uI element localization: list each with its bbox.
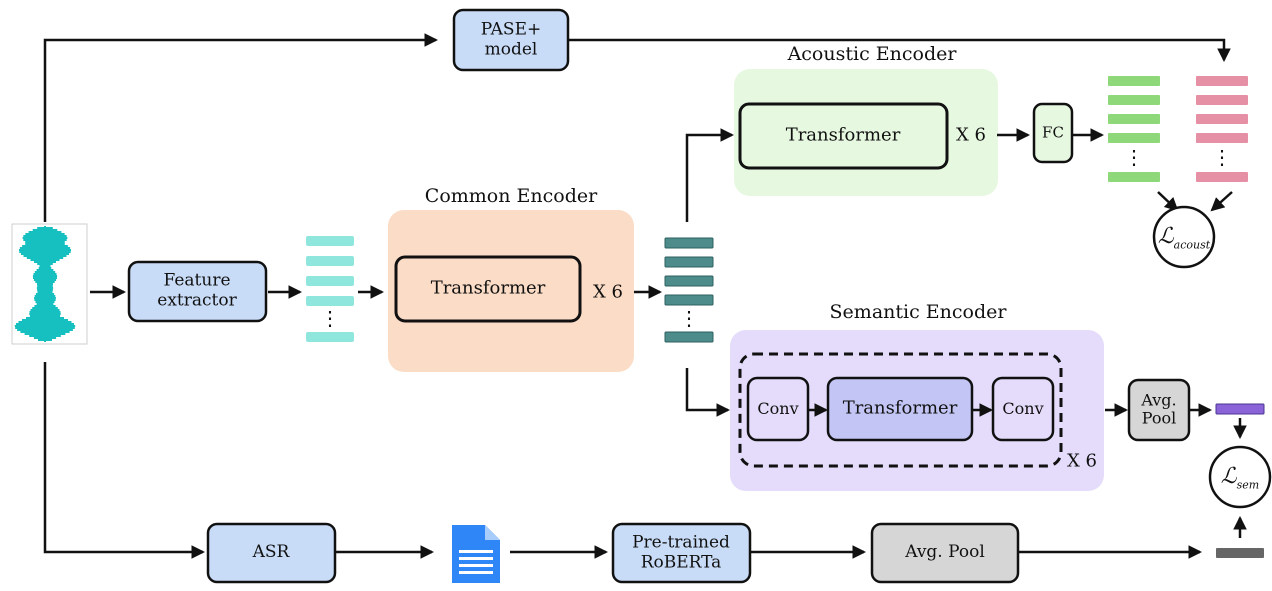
acoustic-loss-circle <box>1152 205 1216 269</box>
roberta-label: Pre-trained RoBERTa <box>632 532 730 572</box>
asr-label: ASR <box>252 542 290 563</box>
pase-model-block <box>452 8 570 72</box>
document-icon <box>452 525 500 583</box>
feature-extractor-label: Feature extractor <box>157 270 237 310</box>
semantic-encoder-title: Semantic Encoder <box>829 301 1007 323</box>
acoustic-transformer-block <box>738 102 949 170</box>
common-encoder-title: Common Encoder <box>424 185 598 207</box>
semantic-repeat-label: X 6 <box>1067 450 1097 472</box>
feature-bars-ellipsis: ⋮ <box>320 306 340 330</box>
semantic-transformer-label: Transformer <box>842 397 958 419</box>
roberta-block <box>611 522 752 584</box>
avg-pool-text-label: Avg. Pool <box>905 542 985 563</box>
text-path-arrows <box>43 362 1203 559</box>
asr-block <box>206 522 337 584</box>
feature-embedding-bars <box>306 236 354 342</box>
common-bars-ellipsis: ⋮ <box>679 306 699 330</box>
common-repeat-label: X 6 <box>593 281 623 303</box>
semantic-transformer-block <box>826 376 974 442</box>
conv-right-block <box>991 376 1055 442</box>
avg-pool-text-block <box>870 522 1020 584</box>
acoustic-embedding-bars <box>1108 76 1160 182</box>
acoustic-encoder-title: Acoustic Encoder <box>787 43 957 65</box>
feature-extractor-block <box>127 260 268 323</box>
semantic-loss-circle <box>1208 445 1272 509</box>
avg-pool-semantic-label: Avg. Pool <box>1141 390 1177 428</box>
acoustic-repeat-label: X 6 <box>956 124 986 146</box>
acoustic-loss-label: ℒacoust <box>1157 223 1211 252</box>
waveform-icon <box>11 223 88 345</box>
semantic-loss-label: ℒsem <box>1220 463 1260 492</box>
conv-left-block <box>746 376 810 442</box>
avg-pool-semantic-block <box>1127 378 1191 442</box>
pase-bars-ellipsis: ⋮ <box>1212 145 1232 169</box>
common-encoder-region <box>388 210 634 372</box>
pase-path <box>43 33 1231 222</box>
common-transformer-label: Transformer <box>430 277 546 299</box>
common-output-bars <box>664 237 714 343</box>
text-pooled-vector <box>1216 548 1264 558</box>
pase-model-label: PASE+ model <box>480 19 542 59</box>
pase-embedding-bars <box>1196 76 1248 182</box>
fc-label: FC <box>1042 123 1064 142</box>
acoustic-bars-ellipsis: ⋮ <box>1124 145 1144 169</box>
acoustic-transformer-label: Transformer <box>785 124 901 146</box>
conv-left-label: Conv <box>757 398 799 418</box>
fc-block <box>1032 102 1074 164</box>
semantic-pooled-vector <box>1215 403 1265 415</box>
conv-right-label: Conv <box>1002 398 1044 418</box>
main-flow-arrows <box>90 128 1247 538</box>
common-transformer-block <box>394 255 582 323</box>
acoustic-encoder-region <box>734 69 998 196</box>
